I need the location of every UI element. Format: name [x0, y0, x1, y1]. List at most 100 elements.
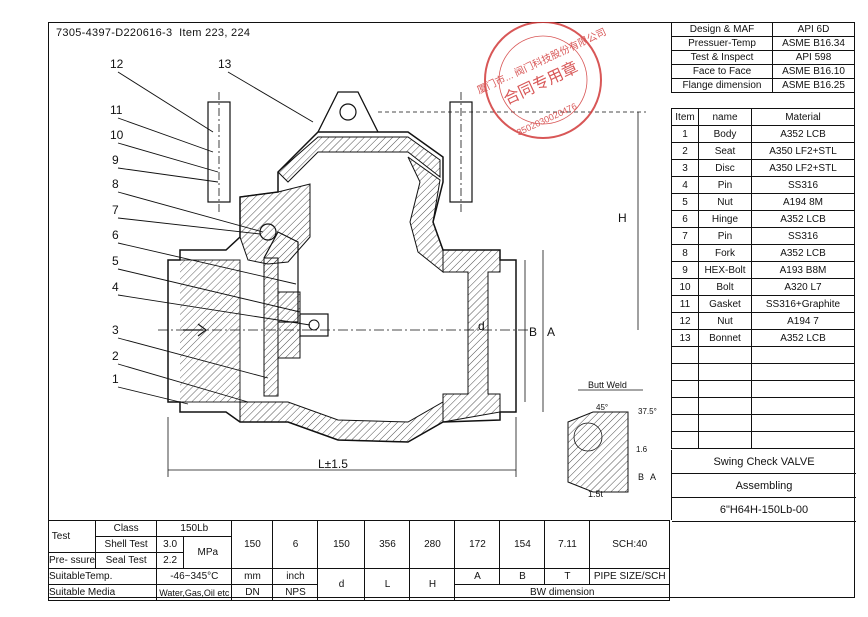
part-name: Seat [698, 142, 752, 160]
dim-A: A [547, 325, 555, 339]
spec-label: Test & Inspect [671, 50, 773, 65]
item-ref-text: Item 223, 224 [179, 27, 251, 39]
callout-leaders [117, 71, 314, 405]
part-material: A352 LCB [751, 244, 855, 262]
part-no: 10 [671, 278, 699, 296]
callout-13: 13 [218, 57, 232, 71]
part-no: 13 [671, 329, 699, 347]
callout-2: 2 [112, 349, 119, 363]
part-no: 9 [671, 261, 699, 279]
test-label: Test [51, 531, 71, 542]
part-material: A352 LCB [751, 329, 855, 347]
col-DN: DN [231, 584, 274, 601]
col-H: H [409, 568, 456, 601]
temp-label: SuitableTemp. [47, 568, 158, 585]
col-T: T [544, 568, 591, 585]
unit-mm: mm [231, 568, 274, 585]
d-value: 150 [317, 520, 366, 569]
butt-weld-dim-15t: 1.5t [588, 489, 604, 499]
part-name: Pin [698, 227, 752, 245]
part-name: Pin [698, 176, 752, 194]
spec-value: API 598 [772, 50, 855, 65]
model-number: 6"H64H-150Lb-00 [672, 498, 856, 522]
valve-section-drawing: 12 11 10 9 8 7 6 5 4 3 2 1 13 L±1.5 H d … [110, 22, 657, 499]
spec-label: Flange dimension [671, 78, 773, 93]
parts-header-material: Material [751, 108, 855, 126]
parts-header-item: Item [671, 108, 699, 126]
B-value: 154 [499, 520, 546, 569]
parts-empty-row [671, 380, 855, 398]
bw-dimension-label: BW dimension [454, 584, 670, 601]
spec-value: ASME B16.34 [772, 36, 855, 51]
part-material: A352 LCB [751, 125, 855, 143]
part-no: 6 [671, 210, 699, 228]
part-material: A320 L7 [751, 278, 855, 296]
drawing-type: Assembling [672, 474, 856, 498]
parts-empty-row [671, 363, 855, 381]
col-B: B [499, 568, 546, 585]
col-A: A [454, 568, 501, 585]
L-value: 356 [364, 520, 411, 569]
callout-7: 7 [112, 203, 119, 217]
temp-value: -46~345°C [156, 568, 233, 585]
callout-6: 6 [112, 228, 119, 242]
part-no: 5 [671, 193, 699, 211]
part-name: Body [698, 125, 752, 143]
callout-5: 5 [112, 254, 119, 268]
col-d: d [317, 568, 366, 601]
nps-value: 6 [272, 520, 319, 569]
dim-d: d [478, 319, 485, 333]
butt-weld-angle-45: 45° [596, 403, 608, 412]
valve-body [158, 91, 528, 443]
callout-3: 3 [112, 323, 119, 337]
shell-test-value: 3.0 [156, 536, 185, 553]
spec-label: Pressuer-Temp [671, 36, 773, 51]
part-no: 2 [671, 142, 699, 160]
part-name: Fork [698, 244, 752, 262]
document-number: 7305-4397-D220616-3 Item 223, 224 [56, 27, 250, 39]
col-L: L [364, 568, 411, 601]
dimension-labels: L±1.5 H d B A [318, 211, 627, 471]
part-no: 11 [671, 295, 699, 313]
part-no: 8 [671, 244, 699, 262]
seal-test-value: 2.2 [156, 552, 185, 569]
butt-weld-dim-16: 1.6 [636, 445, 648, 454]
dimension-lines [167, 111, 646, 477]
part-no: 7 [671, 227, 699, 245]
col-NPS: NPS [272, 584, 319, 601]
part-material: SS316 [751, 176, 855, 194]
butt-weld-angle-375: 37.5° [638, 407, 657, 416]
part-no: 1 [671, 125, 699, 143]
callout-11: 11 [110, 103, 123, 117]
test-label-cell: Test [47, 520, 97, 553]
part-material: A352 LCB [751, 210, 855, 228]
part-name: Disc [698, 159, 752, 177]
seal-test-label: Seal Test [95, 552, 158, 569]
callout-4: 4 [112, 280, 119, 294]
butt-weld-A: A [650, 472, 656, 482]
dim-H: H [618, 211, 627, 225]
callout-12: 12 [110, 57, 124, 71]
callout-1: 1 [112, 372, 119, 386]
butt-weld-title: Butt Weld [588, 380, 627, 390]
part-material: SS316+Graphite [751, 295, 855, 313]
product-name: Swing Check VALVE [672, 450, 856, 474]
parts-empty-row [671, 431, 855, 449]
callout-8: 8 [112, 177, 119, 191]
unit-mpa: MPa [183, 536, 233, 569]
pressure-label: Pre- ssure [47, 552, 97, 569]
part-name: Bolt [698, 278, 752, 296]
